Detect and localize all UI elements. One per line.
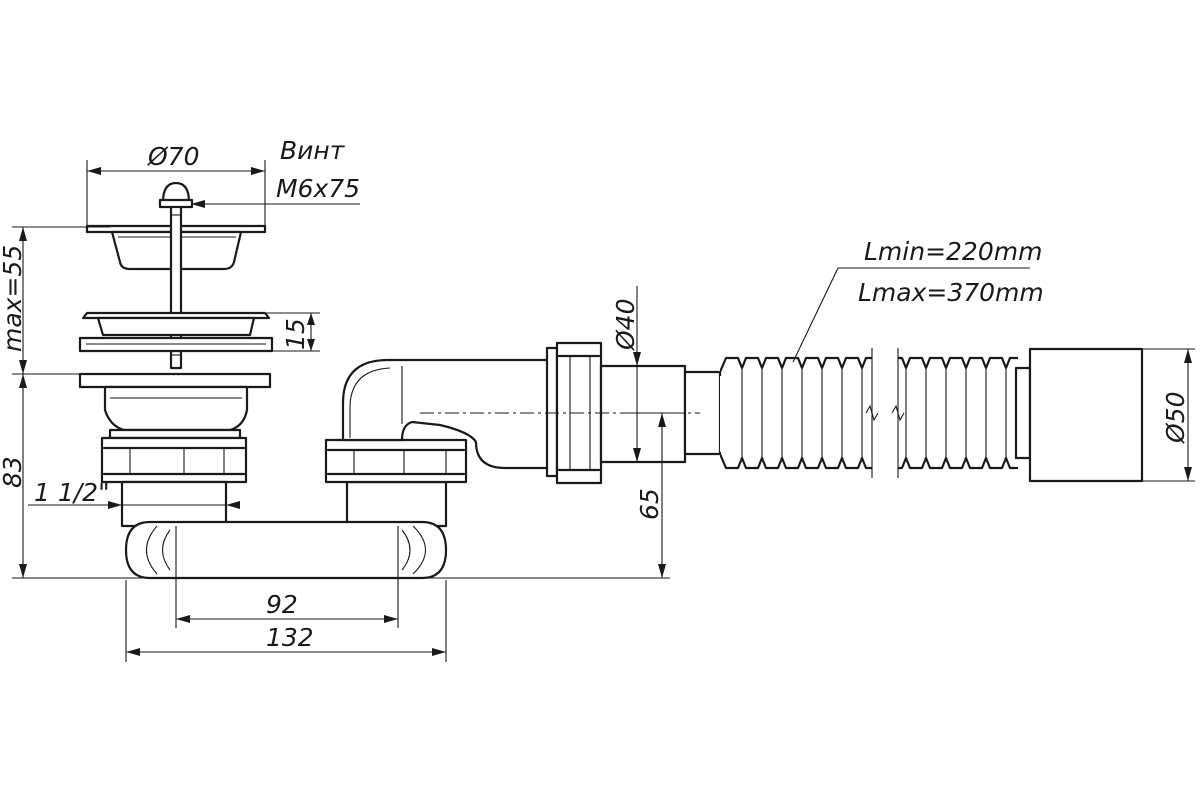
svg-text:Ø70: Ø70 [147, 142, 200, 171]
right-union-nut [324, 438, 468, 484]
svg-text:1 1/2": 1 1/2" [34, 478, 110, 507]
screw-callout: Винт M6x75 [191, 136, 360, 208]
dimension-max-height: max=55 [0, 226, 110, 375]
svg-text:92: 92 [266, 590, 298, 619]
outlet-pipe [599, 364, 722, 464]
svg-text:Винт: Винт [280, 136, 346, 165]
drain-flange [78, 311, 274, 440]
svg-text:Ø40: Ø40 [611, 299, 640, 352]
trap-body [120, 480, 448, 580]
corrugated-hose-left [720, 356, 872, 470]
dimension-plug-height: 15 [265, 312, 320, 352]
svg-text:132: 132 [266, 623, 314, 652]
dimension-total-height: 83 [0, 373, 670, 579]
svg-text:83: 83 [0, 456, 27, 488]
dimension-top-diameter: Ø70 [86, 142, 266, 226]
corrugated-hose-right [898, 356, 1018, 470]
dimension-hose-end-diameter: Ø50 [1142, 348, 1195, 482]
svg-text:Lmax=370mm: Lmax=370mm [858, 278, 1044, 307]
hose-break-marks [865, 348, 905, 478]
svg-text:Lmin=220mm: Lmin=220mm [864, 237, 1042, 266]
svg-text:M6x75: M6x75 [276, 174, 360, 203]
dimension-outlet-height: 65 [620, 412, 672, 578]
svg-text:Ø50: Ø50 [1161, 392, 1190, 445]
dimension-total-width: 132 [125, 580, 447, 662]
hose-end-sleeve [1014, 347, 1144, 483]
dimension-outlet-diameter: Ø40 [601, 286, 650, 463]
elbow-outlet [341, 358, 557, 470]
dimension-axis-distance: 92 [175, 526, 399, 628]
left-union-nut [100, 436, 248, 484]
hose-length-callout: Lmin=220mm Lmax=370mm [792, 237, 1044, 363]
svg-text:15: 15 [281, 318, 310, 350]
svg-text:65: 65 [635, 488, 664, 520]
svg-text:max=55: max=55 [0, 245, 27, 352]
dimension-thread: 1 1/2" [28, 478, 240, 509]
